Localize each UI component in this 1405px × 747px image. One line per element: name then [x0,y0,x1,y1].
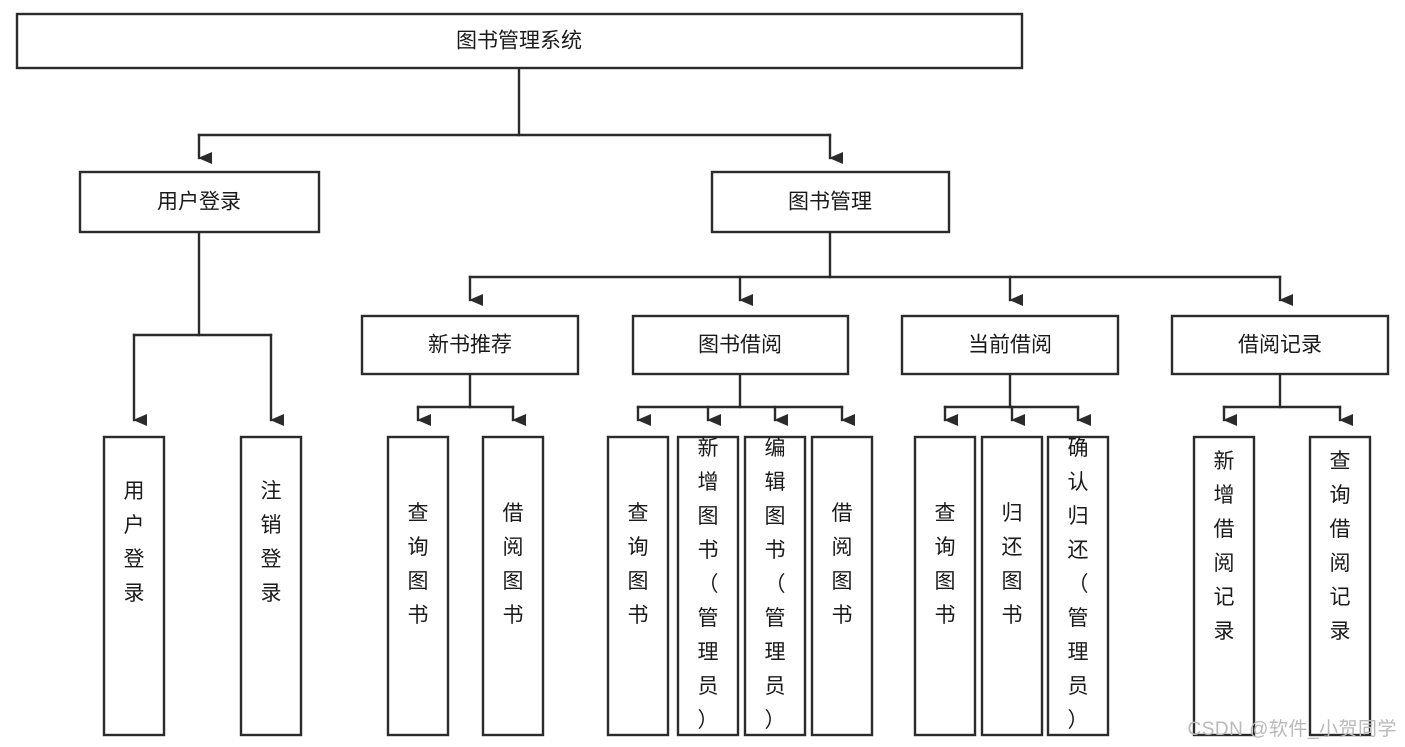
leaf-borrow-record-1[interactable]: 新增借阅记录 [1192,435,1256,737]
leaf-user-login-2-label: 注销登录 [261,480,282,605]
leaf-current-borrow-1-box[interactable] [913,435,977,737]
node-user-login-box[interactable] [78,170,321,234]
leaf-book-borrow-2[interactable]: 新增图书（管理员） [676,435,740,737]
leaf-book-borrow-2-box[interactable] [676,435,740,737]
leaf-current-borrow-2-box[interactable] [980,435,1044,737]
node-new-book-recommend-label: 新书推荐 [428,334,512,357]
node-root-box[interactable] [15,12,1024,70]
leaf-new-book-2-label: 借阅图书 [503,502,524,627]
leaf-new-book-2[interactable]: 借阅图书 [481,435,545,737]
leaf-borrow-record-2-box[interactable] [1308,435,1372,737]
node-book-manage[interactable]: 图书管理 [710,170,951,234]
node-current-borrow[interactable]: 当前借阅 [900,314,1120,376]
leaf-current-borrow-2[interactable]: 归还图书 [980,435,1044,737]
watermark-label: CSDN @软件_小贺同学 [1187,719,1397,740]
leaf-user-login-2-box[interactable] [239,435,303,737]
node-book-borrow[interactable]: 图书借阅 [631,314,850,376]
node-borrow-record-label: 借阅记录 [1238,334,1322,357]
node-borrow-record-box[interactable] [1170,314,1390,376]
node-borrow-record[interactable]: 借阅记录 [1170,314,1390,376]
leaf-borrow-record-2-label: 查询借阅记录 [1330,450,1351,643]
leaf-current-borrow-3-label: 确认归还（管理员） [1068,437,1089,732]
leaf-new-book-2-box[interactable] [481,435,545,737]
leaf-user-login-1[interactable]: 用户登录 [102,435,166,737]
leaf-book-borrow-2-label: 新增图书（管理员） [698,437,719,732]
leaf-book-borrow-4-label: 借阅图书 [832,502,853,627]
leaf-current-borrow-2-label: 归还图书 [1002,502,1023,627]
leaf-user-login-1-box[interactable] [102,435,166,737]
leaf-current-borrow-1-label: 查询图书 [935,502,956,627]
leaf-borrow-record-2[interactable]: 查询借阅记录 [1308,435,1372,737]
node-book-borrow-box[interactable] [631,314,850,376]
leaf-borrow-record-1-box[interactable] [1192,435,1256,737]
connector-layer [132,66,1353,426]
leaf-book-borrow-4-box[interactable] [810,435,874,737]
node-book-manage-label: 图书管理 [788,191,872,214]
leaf-book-borrow-1[interactable]: 查询图书 [606,435,670,737]
leaf-user-login-2[interactable]: 注销登录 [239,435,303,737]
node-book-borrow-label: 图书借阅 [698,334,782,357]
leaf-new-book-1-label: 查询图书 [408,502,429,627]
leaf-current-borrow-3-box[interactable] [1046,435,1110,737]
leaf-borrow-record-1-label: 新增借阅记录 [1214,450,1235,643]
leaf-new-book-1[interactable]: 查询图书 [386,435,450,737]
leaf-current-borrow-3[interactable]: 确认归还（管理员） [1046,435,1110,737]
leaf-book-borrow-3-label: 编辑图书（管理员） [765,437,786,732]
node-new-book-recommend-box[interactable] [360,314,580,376]
node-root[interactable]: 图书管理系统 [15,12,1024,70]
node-user-login-label: 用户登录 [157,191,241,214]
node-book-manage-box[interactable] [710,170,951,234]
leaf-user-login-1-label: 用户登录 [124,480,145,605]
node-user-login[interactable]: 用户登录 [78,170,321,234]
node-current-borrow-label: 当前借阅 [968,334,1052,357]
node-current-borrow-box[interactable] [900,314,1120,376]
leaf-book-borrow-3-box[interactable] [743,435,807,737]
leaf-new-book-1-box[interactable] [386,435,450,737]
leaf-book-borrow-4[interactable]: 借阅图书 [810,435,874,737]
leaf-book-borrow-1-label: 查询图书 [628,502,649,627]
leaf-current-borrow-1[interactable]: 查询图书 [913,435,977,737]
leaf-book-borrow-3[interactable]: 编辑图书（管理员） [743,435,807,737]
node-new-book-recommend[interactable]: 新书推荐 [360,314,580,376]
leaf-book-borrow-1-box[interactable] [606,435,670,737]
node-root-label: 图书管理系统 [456,30,582,53]
